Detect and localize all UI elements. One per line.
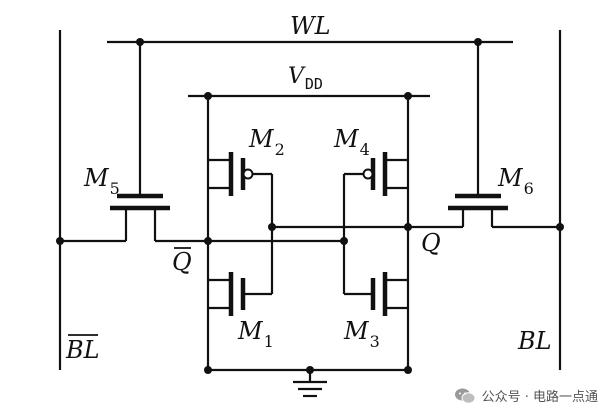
bl-bar-junction (56, 237, 64, 245)
wechat-icon (454, 388, 476, 404)
m2-gate-bubble (242, 168, 254, 180)
watermark: 公众号 · 电路一点通 (454, 386, 598, 405)
right-gate-junction (340, 237, 348, 245)
m5-label: M5 (83, 164, 120, 198)
left-gate-junction (268, 223, 276, 231)
m4-label: M4 (333, 125, 370, 159)
m1-label: M1 (237, 317, 274, 351)
bl-junction (556, 223, 564, 231)
bl-label: BL (517, 327, 552, 355)
q-label: Q (421, 229, 441, 257)
m3-label: M3 (343, 317, 380, 351)
qbar-node-dot (204, 237, 212, 245)
vdd-label: VDD (288, 64, 323, 93)
m2-label: M2 (248, 125, 285, 159)
m4-gate-bubble (362, 168, 374, 180)
q-bar-label: Q (172, 248, 192, 276)
watermark-text: 公众号 · 电路一点通 (481, 390, 598, 405)
ground-icon (293, 370, 327, 398)
bl-bar-label: BL (65, 336, 100, 364)
m6-label: M6 (497, 164, 534, 198)
wordline-label: WL (290, 12, 331, 40)
